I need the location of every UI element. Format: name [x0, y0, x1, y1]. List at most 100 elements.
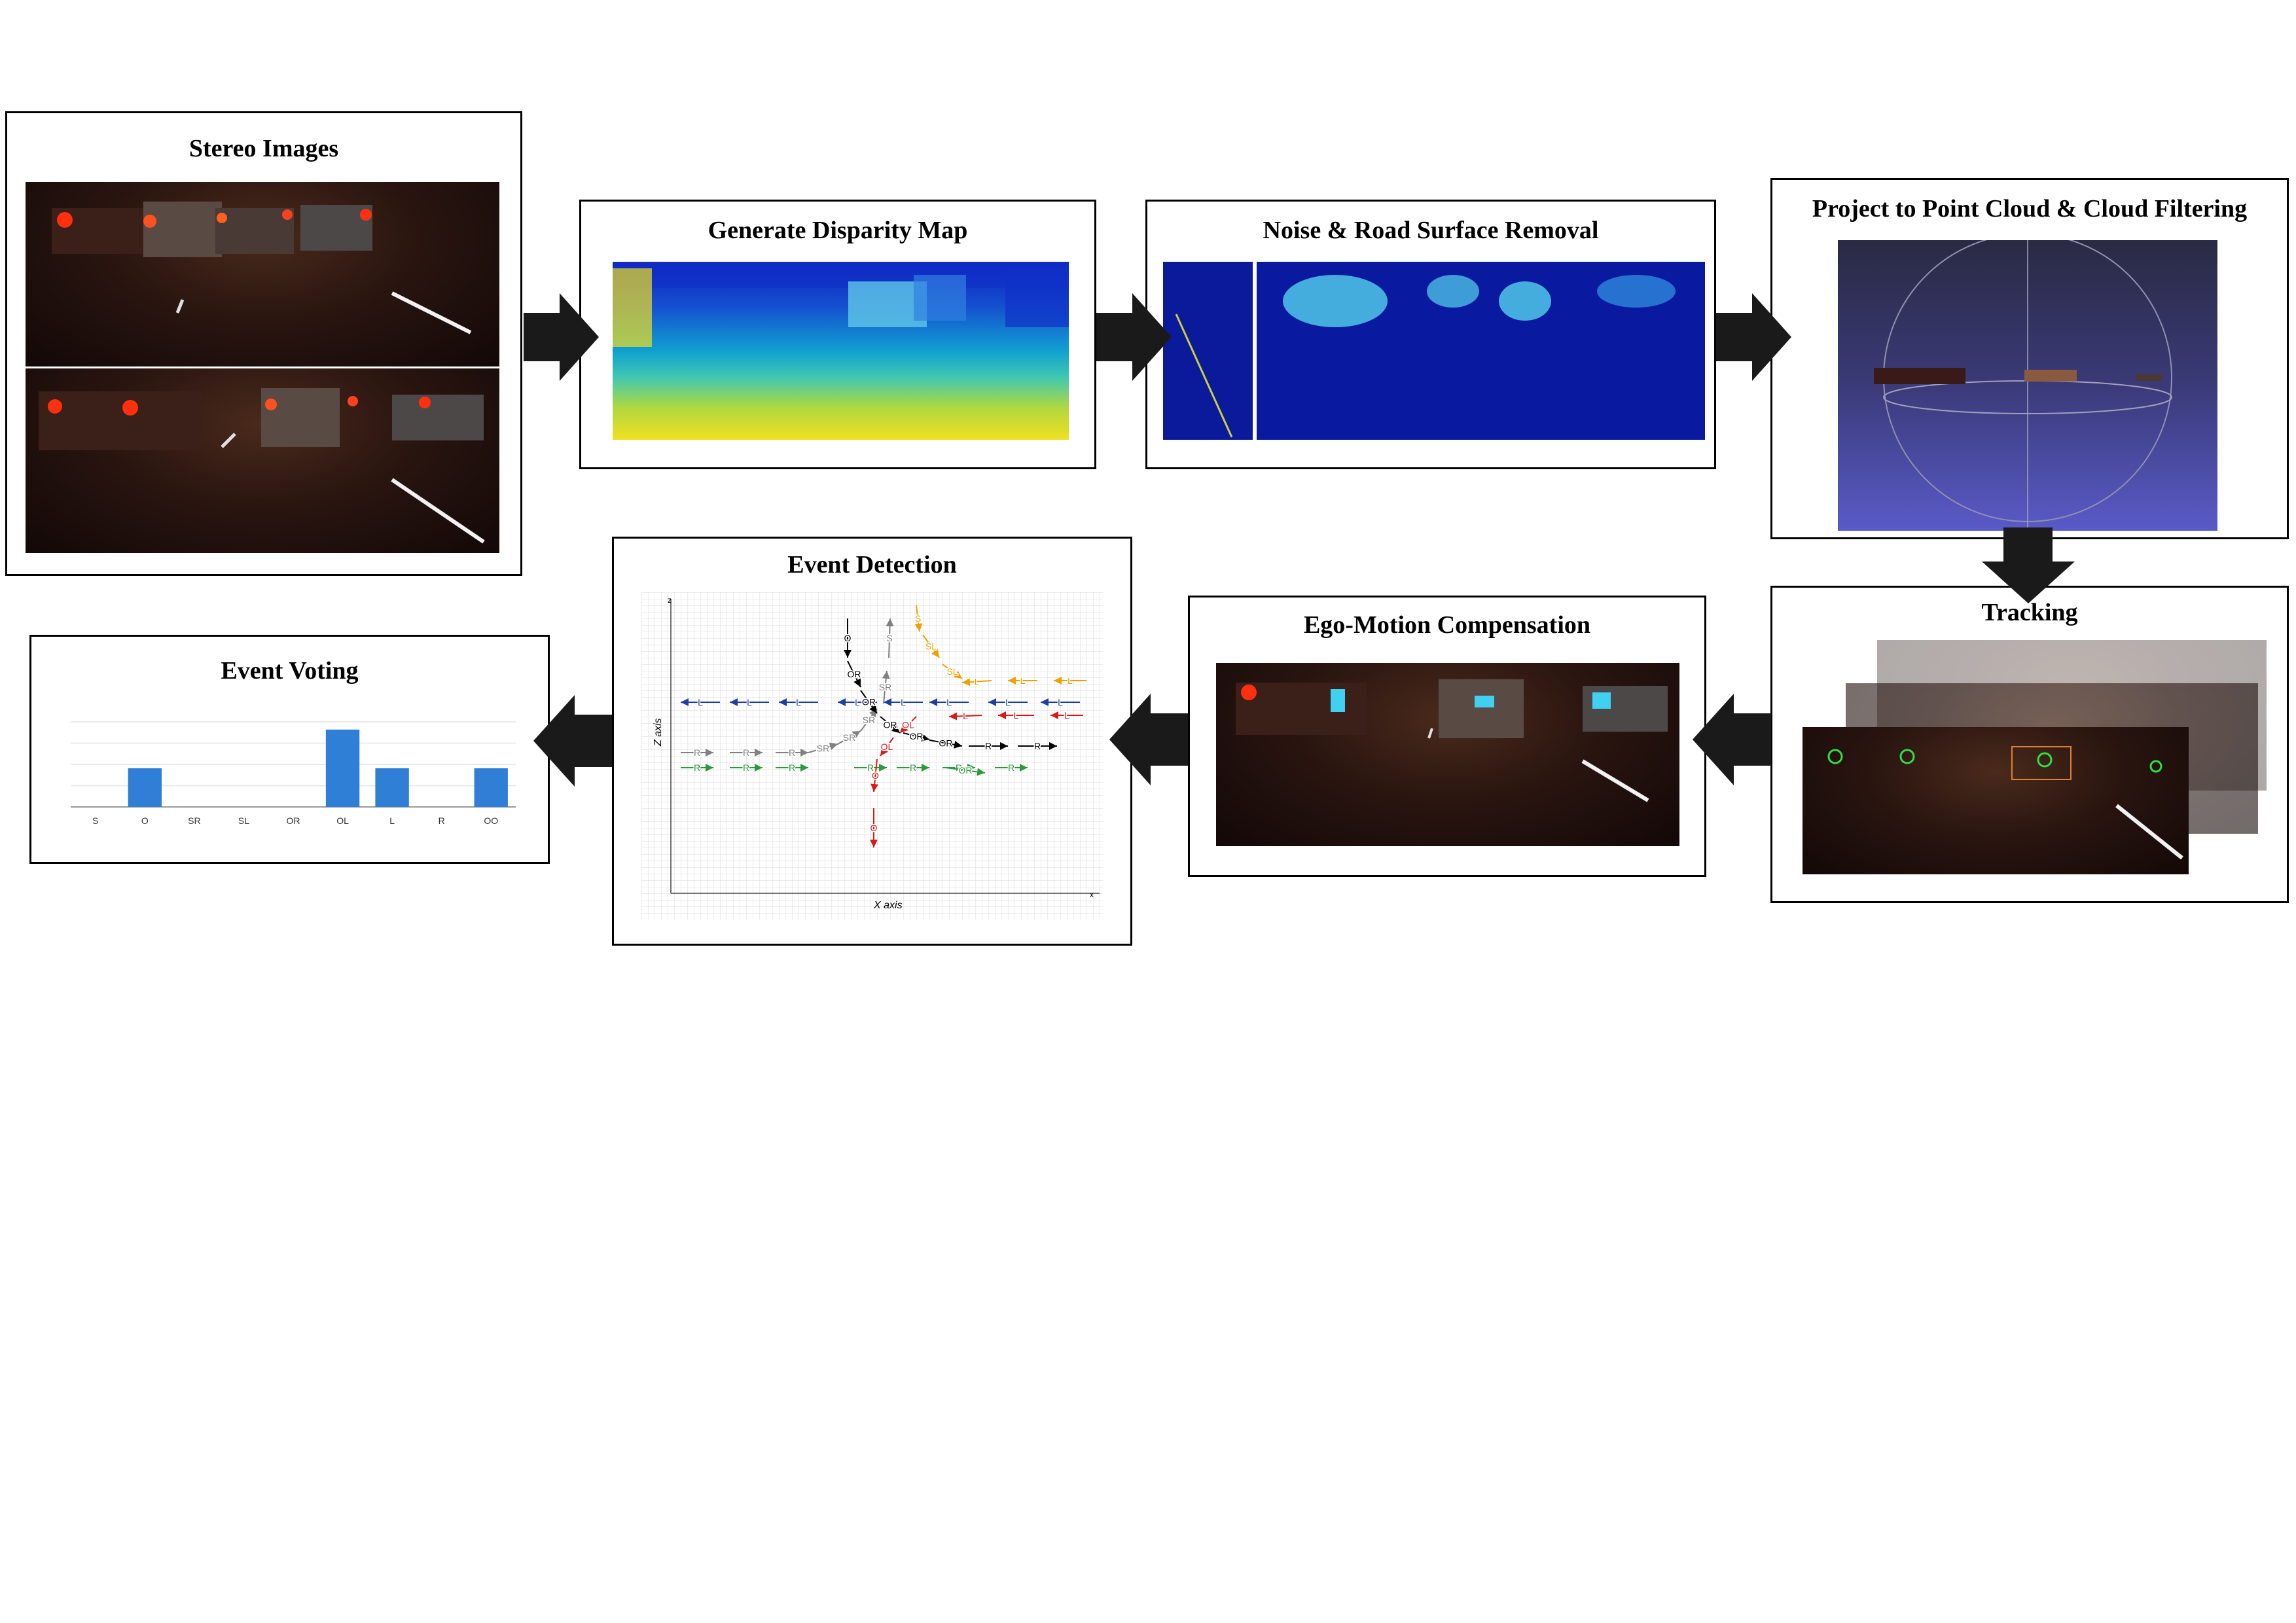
tracking-markers — [1827, 746, 2183, 860]
voting-tick-oo: OO — [484, 815, 498, 826]
trajectory-s-orange-arrow — [914, 605, 923, 632]
trajectory-l-red-0-arrow — [948, 712, 982, 721]
trajectory-l-red-0-label: L — [963, 711, 968, 721]
trajectory-or-green-arrow — [945, 767, 986, 776]
trajectory-o-black-label: O — [844, 633, 852, 643]
trajectory-r-green-6-label: R — [1008, 762, 1014, 773]
z-tick-label: z — [668, 596, 672, 605]
voting-bar-l — [375, 768, 409, 807]
voting-tick-l: L — [389, 815, 395, 826]
trajectory-ol-red-1-arrow — [880, 737, 894, 757]
trajectory-or-black-3-arrow — [903, 732, 930, 741]
stereo-right-image — [26, 368, 499, 553]
voting-tick-o: O — [141, 815, 149, 826]
noise-removal-panel: Noise & Road Surface Removal — [1145, 200, 1716, 469]
voting-tick-s: S — [92, 815, 98, 826]
trajectory-r-black-1-label: R — [1034, 741, 1041, 751]
tracking-frame-front — [1803, 727, 2189, 874]
voting-tick-ol: OL — [336, 815, 349, 826]
trajectory-r-green-4-label: R — [910, 762, 916, 773]
trajectory-s-gray-arrow — [886, 618, 894, 658]
trajectory-r-black-0-label: R — [985, 741, 992, 751]
disparity-map-title: Generate Disparity Map — [708, 217, 968, 244]
trajectory-l-orange-1-label: L — [1020, 675, 1026, 686]
ego-motion-scene — [1236, 679, 1668, 802]
trajectory-l-blue-2-label: L — [796, 697, 801, 707]
event-voting-title: Event Voting — [221, 657, 359, 685]
trajectory-r-gray-1-label: R — [743, 747, 749, 758]
trajectory-o-red-0-label: O — [872, 770, 879, 781]
stereo-images-panel: Stereo Images — [5, 111, 522, 576]
trajectory-or-black-2-label: OR — [884, 720, 897, 730]
trajectory-sl-orange-0-arrow — [922, 634, 940, 658]
z-axis-label: Z axis — [653, 718, 664, 747]
trajectory-r-green-2-label: R — [789, 762, 795, 773]
ego-motion-title: Ego-Motion Compensation — [1303, 611, 1591, 639]
voting-tick-or: OR — [287, 815, 300, 826]
trajectory-l-red-1-label: L — [1014, 710, 1019, 721]
trajectory-l-blue-6-label: L — [1005, 697, 1011, 707]
stereo-left-scene — [52, 202, 472, 334]
point-cloud-image — [1838, 240, 2217, 531]
trajectory-or-black-1-arrow — [860, 690, 878, 714]
trajectory-sr-gray-3-label: SR — [879, 682, 891, 692]
road-profile-line — [1175, 313, 1233, 438]
trajectory-sr-gray-0-arrow — [808, 742, 838, 753]
trajectory-r-green-5-label: R — [956, 762, 962, 773]
trajectory-r-gray-0-label: R — [694, 747, 700, 758]
ego-motion-panel: Ego-Motion Compensation — [1188, 596, 1706, 877]
trajectory-ol-red-0-arrow — [899, 716, 917, 734]
trajectory-l-blue-4-label: L — [901, 697, 906, 707]
stereo-right-scene — [39, 388, 485, 544]
trajectory-o-red-1-label: O — [870, 823, 878, 833]
trajectory-r-gray-2-label: R — [789, 747, 795, 758]
trajectory-s-gray-label: S — [886, 633, 892, 643]
trajectory-l-blue-0-label: L — [698, 697, 703, 707]
point-cloud-title: Project to Point Cloud & Cloud Filtering — [1812, 195, 2248, 223]
filtered-disparity-image — [1257, 262, 1705, 440]
event-detection-title: Event Detection — [787, 551, 957, 579]
trajectory-sr-gray-1-label: SR — [843, 732, 855, 743]
trajectory-l-blue-5-label: L — [946, 697, 952, 707]
trajectory-l-red-2-label: L — [1064, 710, 1069, 721]
disparity-map-image — [613, 262, 1069, 440]
trajectory-or-black-3-label: OR — [910, 731, 924, 741]
filtered-disparity-blobs — [1283, 275, 1676, 327]
tracking-panel: Tracking — [1770, 586, 2289, 903]
trajectory-or-black-0-arrow — [847, 660, 861, 688]
trajectory-or-black-2-arrow — [880, 716, 901, 734]
trajectory-or-black-4-label: OR — [939, 738, 953, 749]
trajectory-l-blue-3-label: L — [855, 697, 860, 707]
disparity-noise — [613, 262, 1069, 347]
voting-bar-oo — [474, 768, 508, 807]
trajectory-s-orange-label: S — [915, 613, 921, 624]
voting-bars — [128, 729, 508, 807]
trajectory-l-blue-7-label: L — [1058, 697, 1063, 707]
trajectory-sr-gray-2-label: SR — [863, 715, 875, 725]
trajectory-o-red-0-arrow — [870, 758, 879, 793]
trajectory-or-black-1-label: OR — [862, 697, 876, 707]
trajectory-l-orange-0-arrow — [961, 678, 992, 687]
trajectory-or-green-label: OR — [959, 765, 973, 776]
point-cloud-panel: Project to Point Cloud & Cloud Filtering — [1770, 178, 2289, 539]
trajectory-l-orange-2-label: L — [1067, 675, 1073, 686]
voting-tick-r: R — [439, 815, 445, 826]
point-cloud-sphere — [1874, 240, 2172, 531]
plot-grid — [641, 592, 1103, 919]
trajectory-sr-gray-0-label: SR — [817, 743, 829, 754]
stereo-images-title: Stereo Images — [188, 135, 339, 162]
x-axis-label: X axis — [873, 900, 903, 911]
stereo-left-image — [26, 182, 499, 366]
disparity-map-panel: Generate Disparity Map — [579, 200, 1096, 469]
trajectory-sr-gray-3-arrow — [882, 670, 890, 704]
voting-bar-o — [128, 768, 162, 807]
trajectory-r-green-1-label: R — [743, 762, 749, 773]
noise-removal-title: Noise & Road Surface Removal — [1263, 217, 1599, 244]
trajectory-r-green-3-label: R — [867, 762, 874, 773]
